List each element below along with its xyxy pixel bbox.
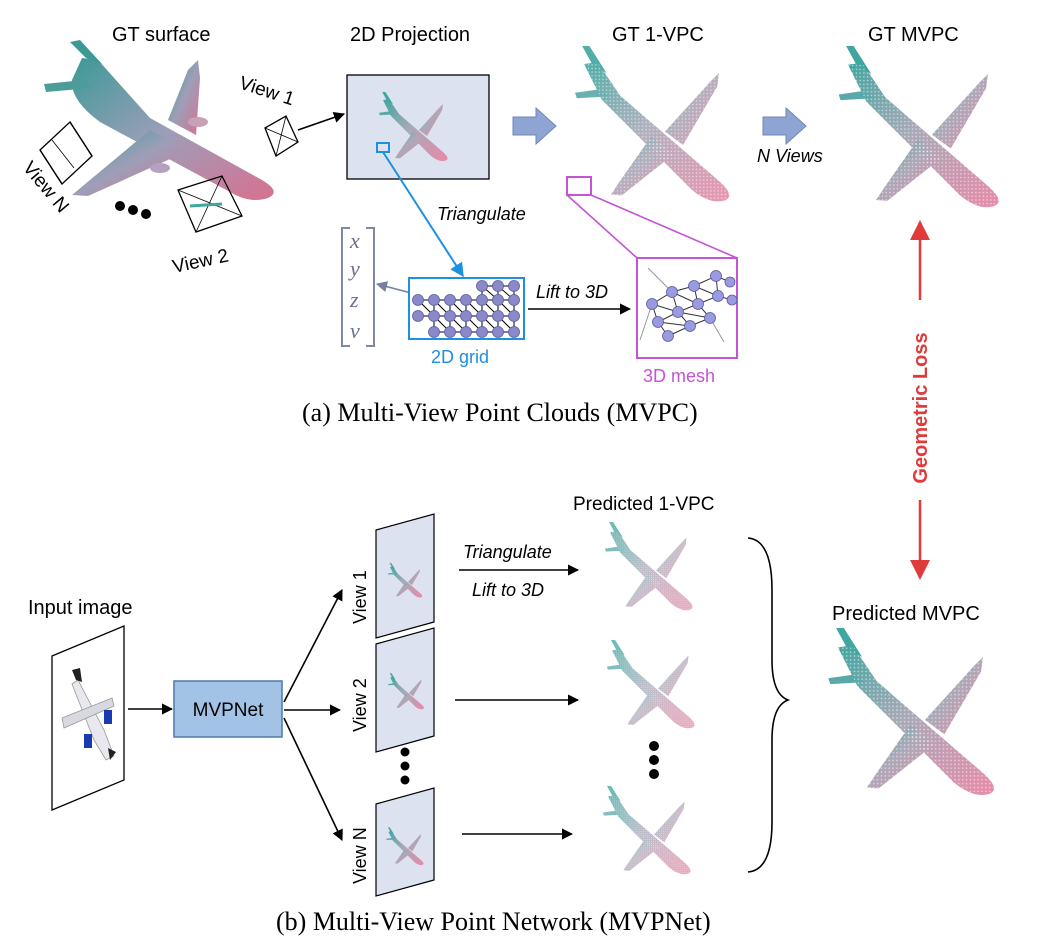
gt-surface-label: GT surface: [112, 24, 211, 46]
gt-mvpc-label: GT MVPC: [868, 24, 959, 46]
grid-point: [428, 294, 440, 306]
gt-1vpc-pointcloud: [575, 46, 729, 202]
mesh-points: [646, 270, 738, 342]
section-a: GT surface View: [18, 24, 998, 427]
view1-to-projection-arrow: [297, 112, 346, 131]
net-to-viewN-arrow: [283, 717, 343, 842]
view-1-label: View 1: [236, 73, 296, 110]
view-n-rotated-label: View N: [350, 827, 370, 884]
grid-point: [476, 294, 488, 306]
ellipsis-dots: [115, 201, 151, 219]
mvpnet-box: [173, 680, 283, 738]
grid-point: [428, 326, 440, 338]
grid-point: [492, 310, 504, 322]
predicted-vpc-n: [603, 786, 691, 874]
grid-point: [444, 310, 456, 322]
grid-point: [508, 326, 520, 338]
geometric-loss-label: Geometric Loss: [910, 332, 932, 483]
projection-label: 2D Projection: [350, 24, 470, 46]
grid-point: [476, 326, 488, 338]
b-triangulate-label: Triangulate: [463, 542, 552, 562]
grid-point: [508, 310, 520, 322]
grid-point: [476, 310, 488, 322]
vector-v: v: [350, 318, 360, 343]
predicted-mvpc-label: Predicted MVPC: [832, 603, 980, 625]
projection-image: [346, 74, 490, 180]
vector-z: z: [349, 287, 359, 312]
grid-point: [460, 326, 472, 338]
merge-brace: [747, 537, 791, 873]
grid-point: [492, 294, 504, 306]
n-views-label: N Views: [757, 146, 823, 166]
grid-label: 2D grid: [431, 347, 489, 367]
vector-x: x: [349, 228, 360, 253]
camera-view-1: [264, 115, 299, 157]
grid-point: [444, 294, 456, 306]
view-2-label: View 2: [171, 246, 231, 278]
net-to-view1-arrow: [283, 589, 343, 703]
view-n-label: View N: [18, 158, 73, 217]
grid-point: [508, 280, 520, 292]
view-panel-2: View 2: [350, 627, 435, 753]
vpc-ellipsis: [649, 741, 659, 779]
grid-point: [460, 294, 472, 306]
mvpnet-label: MVPNet: [193, 700, 264, 721]
mesh-label: 3D mesh: [643, 366, 715, 386]
predicted-mvpc-pointcloud: [828, 628, 994, 795]
gt-mvpc-pointcloud: [839, 46, 999, 207]
grid-point: [492, 326, 504, 338]
grid-point: [428, 310, 440, 322]
grid-point: [492, 280, 504, 292]
grid-point: [508, 294, 520, 306]
grid-points: [412, 280, 520, 338]
grid-point: [460, 310, 472, 322]
gt-1vpc-label: GT 1-VPC: [612, 24, 704, 46]
section-b: Input image MVPNet View 1 View 2: [28, 494, 994, 936]
b-lift-label: Lift to 3D: [472, 580, 544, 600]
camera-view-n: [39, 120, 93, 186]
triangulate-label: Triangulate: [437, 204, 526, 224]
grid-point: [476, 280, 488, 292]
block-arrow-to-mvpc: [762, 106, 807, 146]
view-ellipsis: [400, 747, 410, 785]
section-b-caption: (b) Multi-View Point Network (MVPNet): [276, 907, 711, 936]
xyzv-vector: x y z v: [341, 227, 375, 347]
predicted-vpc-1: [605, 522, 693, 610]
predicted-vpc-2: [607, 640, 695, 728]
view-1-rotated-label: View 1: [350, 570, 370, 624]
section-a-caption: (a) Multi-View Point Clouds (MVPC): [302, 398, 698, 427]
input-airplane: [61, 668, 116, 761]
predicted-1vpc-label: Predicted 1-VPC: [573, 494, 715, 515]
crop-to-grid-line: [382, 151, 464, 278]
lift-to-3d-label: Lift to 3D: [536, 282, 608, 302]
gt-surface-plane: [44, 40, 274, 200]
crop-to-mesh-line-1: [566, 194, 638, 259]
1vpc-crop-box: [566, 176, 592, 196]
input-image-label: Input image: [28, 597, 133, 619]
camera-view-2: [177, 175, 243, 233]
view-panel-n: View N: [350, 787, 435, 897]
crop-to-mesh-line-2: [590, 194, 738, 259]
vector-y: y: [348, 256, 360, 281]
grid-point: [412, 310, 424, 322]
grid-point: [412, 294, 424, 306]
view-2-rotated-label: View 2: [350, 678, 370, 732]
geometric-loss: Geometric Loss: [910, 220, 932, 580]
view-panel-1: View 1: [350, 513, 435, 639]
block-arrow-to-1vpc: [512, 106, 557, 146]
grid-point: [444, 326, 456, 338]
